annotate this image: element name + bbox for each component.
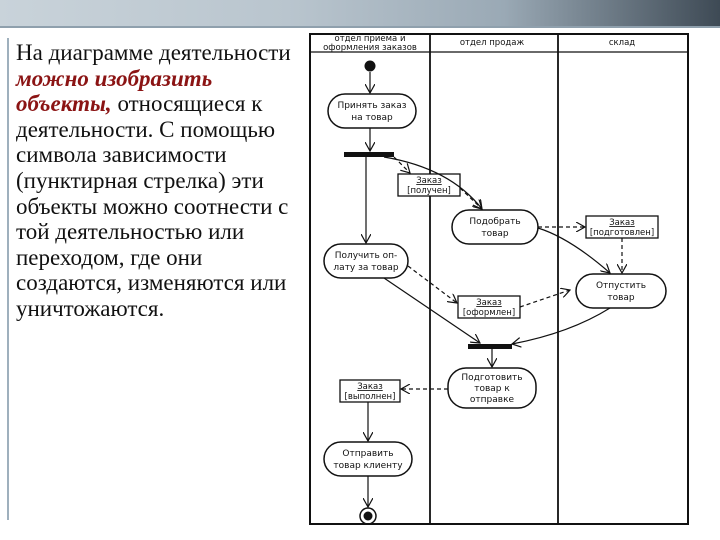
lane-header-warehouse: склад [609, 38, 635, 48]
activity-prepare-goods-line2: товар к [474, 384, 510, 394]
join-bar [468, 344, 512, 349]
object-order-prepared-line1: Заказ [609, 218, 635, 228]
swimlane-frame [309, 33, 689, 525]
control-flows [366, 72, 610, 507]
activity-receive-payment-line2: лату за товар [333, 263, 398, 273]
final-node-ring [359, 507, 377, 525]
activity-ship-goods-line1: Отпустить [596, 281, 646, 291]
object-order-completed-line2: [выполнен] [345, 392, 396, 402]
activity-ship-goods-line2: товар [607, 293, 635, 303]
object-flows [393, 156, 622, 389]
object-order-completed-line1: Заказ [357, 382, 383, 392]
activity-diagram: отдел приема и оформления заказов отдел … [309, 33, 689, 525]
title-underline [0, 26, 720, 28]
activity-receive-payment-line1: Получить оп- [335, 251, 398, 261]
lane-header-reception-line1: отдел приема и [335, 34, 406, 44]
body-text-rest: относящиеся к деятельности. С помощью си… [16, 91, 289, 321]
body-text-intro: На диаграмме деятельности [16, 40, 291, 65]
activity-receive-payment [323, 243, 409, 279]
activity-ship-goods [575, 273, 667, 309]
activity-accept-order-line1: Принять заказ [337, 101, 406, 111]
left-vertical-rule [7, 38, 9, 520]
title-bar-decoration [0, 0, 720, 26]
object-order-received-line1: Заказ [416, 176, 442, 186]
activity-accept-order-line2: на товар [351, 113, 393, 123]
object-order-received [397, 173, 461, 197]
activity-pick-goods-line2: товар [481, 229, 509, 239]
slide-body-text: На диаграмме деятельности можно изобрази… [16, 40, 296, 322]
object-order-prepared-line2: [подготовлен] [590, 228, 654, 238]
activity-accept-order [327, 93, 417, 129]
activity-prepare-goods-line3: отправке [470, 395, 515, 405]
lane-header-reception-line2: оформления заказов [323, 43, 417, 53]
activity-prepare-goods-line1: Подготовить [461, 373, 522, 383]
lane-header-sales: отдел продаж [460, 38, 525, 48]
fork-bar [344, 152, 394, 157]
activity-send-goods-line1: Отправить [342, 449, 393, 459]
body-text-emphasis: можно изобразить объекты, [16, 65, 213, 117]
object-order-processed-line2: [оформлен] [463, 308, 515, 318]
object-order-processed-line1: Заказ [476, 298, 502, 308]
final-node-core [363, 511, 373, 521]
activity-prepare-goods [447, 367, 537, 409]
initial-node [364, 60, 376, 72]
activity-pick-goods-line1: Подобрать [469, 217, 520, 227]
object-order-received-line2: [получен] [407, 186, 451, 196]
activity-send-goods-line2: товар клиенту [333, 461, 403, 471]
